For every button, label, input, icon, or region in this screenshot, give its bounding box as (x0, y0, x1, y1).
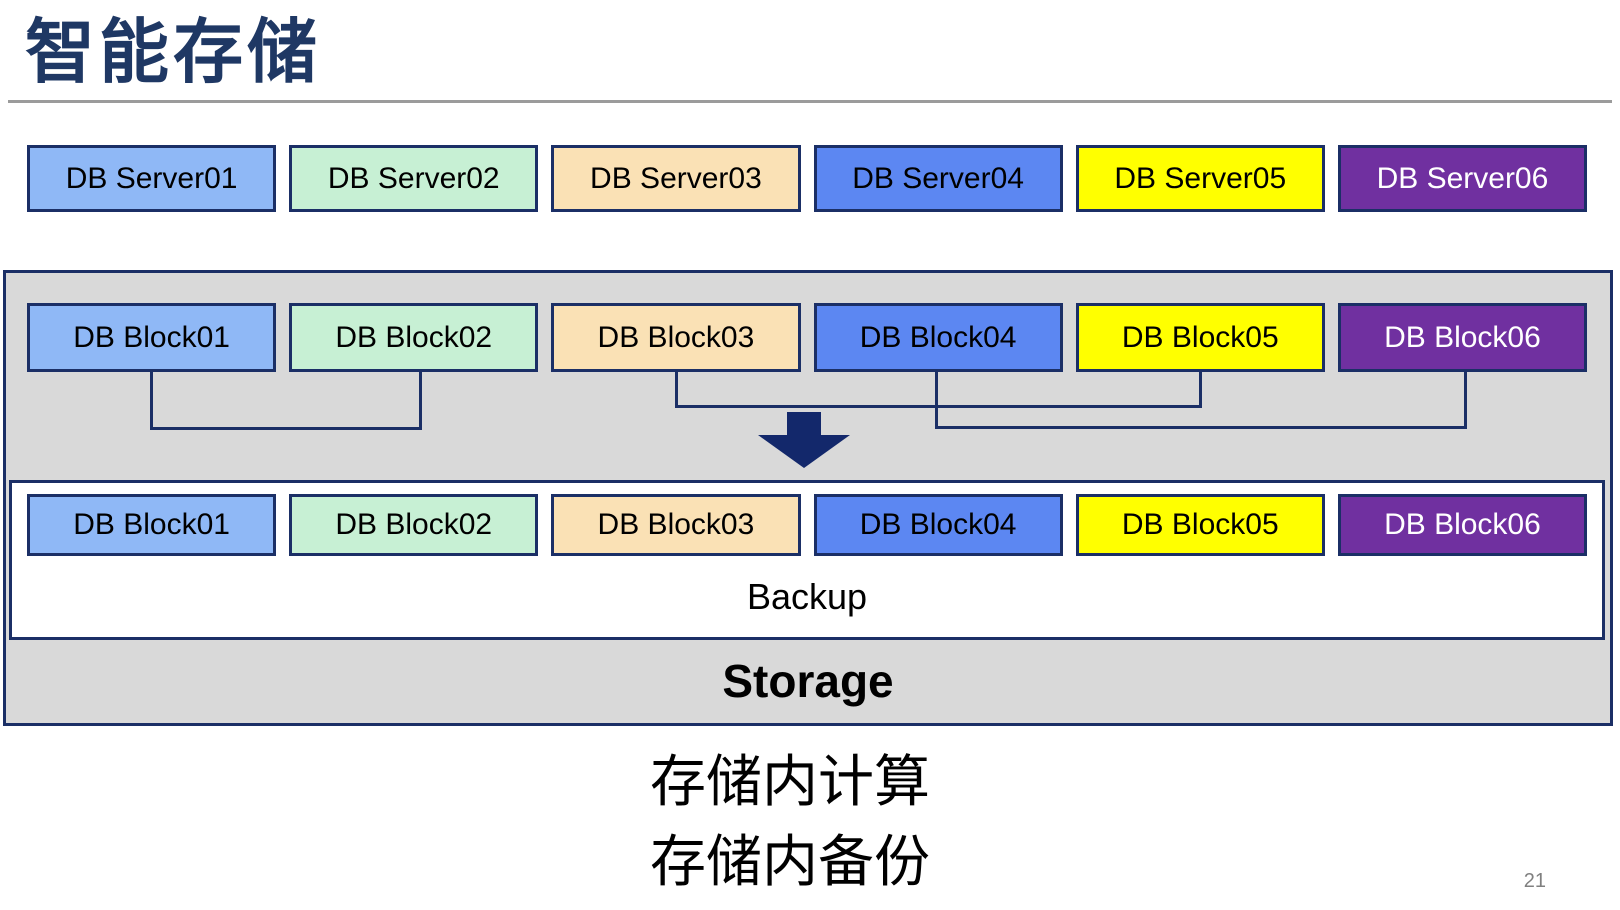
connector-bracket-1-2 (150, 372, 422, 430)
server-box: DB Server03 (551, 145, 801, 212)
db-block-box: DB Block06 (1337, 494, 1588, 556)
connector-bracket-3-5 (675, 372, 1202, 408)
db-block-box: DB Block03 (551, 303, 801, 372)
server-row: DB Server01 DB Server02 DB Server03 DB S… (27, 145, 1588, 212)
server-box: DB Server02 (289, 145, 539, 212)
db-block-box: DB Block05 (1075, 494, 1325, 556)
db-block-box: DB Block02 (289, 494, 539, 556)
db-block-box: DB Block03 (551, 494, 801, 556)
db-block-box: DB Block04 (813, 303, 1063, 372)
db-block-box: DB Block01 (27, 494, 277, 556)
server-box: DB Server04 (813, 145, 1063, 212)
page-number: 21 (1523, 870, 1546, 892)
server-box: DB Server06 (1337, 145, 1588, 212)
caption-line-2: 存储内备份 (650, 830, 930, 893)
db-block-box: DB Block01 (27, 303, 277, 372)
server-box: DB Server01 (27, 145, 277, 212)
db-block-box: DB Block04 (813, 494, 1063, 556)
db-block-row-bottom: DB Block01 DB Block02 DB Block03 DB Bloc… (27, 494, 1588, 556)
connector-bracket-4-6 (935, 372, 1467, 429)
db-block-box: DB Block06 (1337, 303, 1588, 372)
slide-title: 智能存储 (25, 13, 321, 91)
down-arrow-icon (758, 412, 850, 468)
caption-line-1: 存储内计算 (650, 750, 930, 813)
storage-label: Storage (722, 655, 894, 707)
server-box: DB Server05 (1075, 145, 1325, 212)
db-block-box: DB Block05 (1075, 303, 1325, 372)
db-block-box: DB Block02 (289, 303, 539, 372)
backup-label: Backup (746, 576, 868, 617)
db-block-row-top: DB Block01 DB Block02 DB Block03 DB Bloc… (27, 303, 1588, 372)
title-divider (8, 100, 1612, 103)
caption: 存储内计算 存储内备份 (650, 742, 930, 902)
